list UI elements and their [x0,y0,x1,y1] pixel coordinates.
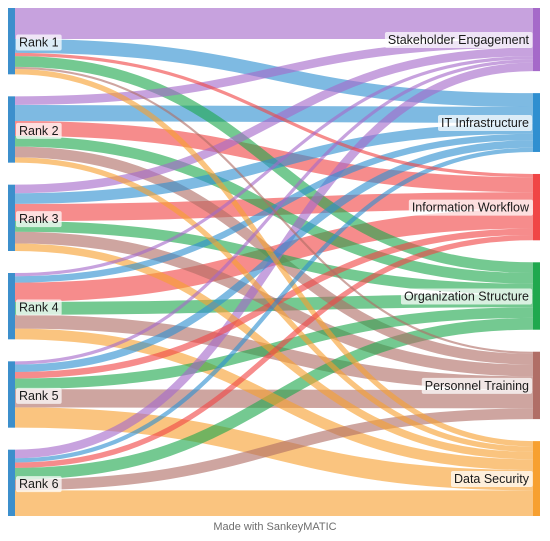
target-label-ds: Data Security [454,472,530,486]
flow-r2-iw [14,120,534,193]
source-label-r1-bg [16,34,62,51]
source-label-r2: Rank 2 [19,124,59,138]
source-label-r3: Rank 3 [19,212,59,226]
source-node-r2 [8,96,15,163]
flow-r3-se [14,47,534,194]
source-label-r4: Rank 4 [19,301,59,315]
source-label-r3-bg [16,211,62,228]
source-node-r1 [8,8,15,75]
target-label-it: IT Infrastructure [441,116,529,130]
credit-text: Made with SankeyMATIC [213,521,337,533]
flow-r3-it [14,123,534,204]
flow-r4-se [14,56,534,277]
flow-r6-pt [14,408,534,491]
source-label-r6-bg [16,476,62,493]
target-node-iw [533,173,540,241]
sankey-flows [14,7,534,516]
source-label-r5: Rank 5 [19,389,59,403]
source-label-r6: Rank 6 [19,477,59,491]
target-label-pt: Personnel Training [425,379,529,393]
flow-r1-pt [14,66,534,354]
flow-r4-it [14,133,534,283]
source-label-r2-bg [16,122,62,139]
target-label-iw: Information Workflow [412,201,530,215]
source-label-r4-bg [16,299,62,316]
source-node-r5 [8,361,15,428]
target-node-ds [533,441,540,516]
target-node-se [533,8,540,72]
target-label-iw-bg [408,199,533,216]
sankey-nodes [8,8,540,516]
target-label-os: Organization Structure [404,290,529,304]
source-node-r6 [8,449,15,516]
flow-r6-iw [14,234,534,468]
target-label-os-bg [400,288,533,305]
sankey-labels: Rank 1 Rank 2 Rank 3 Rank 4 Rank 5 Rank 6 Stak… [16,32,533,493]
target-node-it [533,93,540,152]
flow-r1-iw [14,52,534,178]
target-label-se: Stakeholder Engagement [388,33,530,47]
flow-r1-ds [14,68,534,447]
target-node-pt [533,351,540,420]
target-label-it-bg [438,115,533,132]
target-label-se-bg [384,32,533,49]
target-node-os [533,262,540,330]
source-node-r4 [8,273,15,340]
source-node-r3 [8,184,15,251]
flow-r4-ds [14,328,534,470]
source-label-r1: Rank 1 [19,36,59,50]
source-label-r5-bg [16,387,62,404]
flow-r5-se [14,59,534,365]
target-label-pt-bg [421,377,533,394]
target-label-ds-bg [450,471,533,488]
